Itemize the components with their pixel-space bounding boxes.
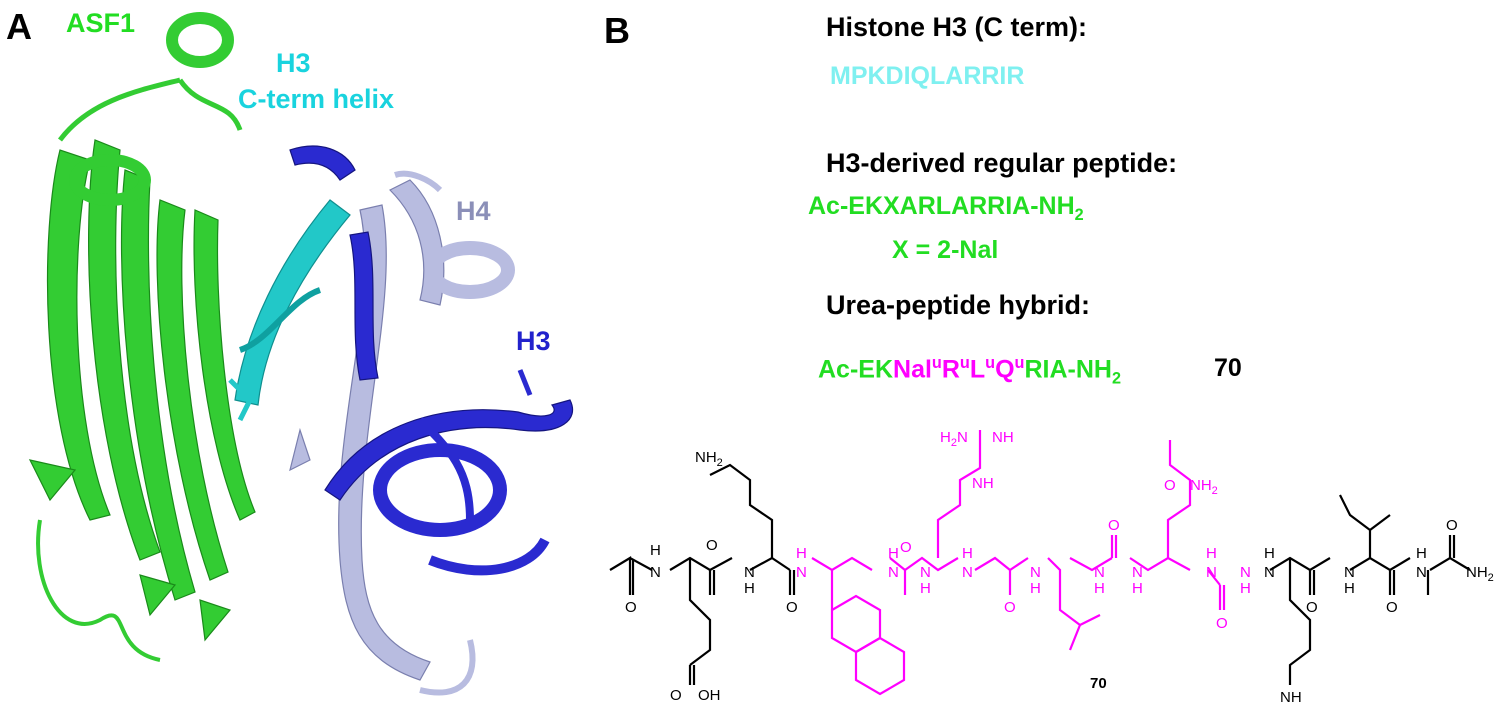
h4-label: H4 [456, 196, 491, 226]
panel-a-letter: A [6, 6, 32, 47]
protein-ribbon-diagram [28, 12, 574, 696]
structure-urea-part [811, 430, 1226, 696]
structure-black-part-left [609, 463, 796, 685]
h3-c-term-helix-ribbon [228, 199, 351, 422]
atom-ile-h: H [1344, 580, 1355, 597]
regular-peptide-heading: H3-derived regular peptide: [826, 148, 1178, 178]
atom-urea-h-7: H [1206, 545, 1217, 562]
regular-peptide-x-definition: X = 2-Nal [892, 236, 999, 264]
atom-o-1: O [625, 599, 637, 616]
hybrid-compound-number: 70 [1214, 354, 1242, 382]
chemical-structure: NH2 H N O O O OH N H O H N H N O N H H2N… [609, 429, 1494, 706]
panel-b-letter: B [604, 10, 630, 51]
h3-ribbon [289, 145, 574, 576]
atom-glu-oh: OH [698, 687, 721, 704]
atom-urea-o-3: O [1108, 517, 1120, 534]
atom-urea-n-7: N [1206, 564, 1217, 581]
atom-urea-o-1: O [900, 539, 912, 556]
atom-gln-o: O [1164, 477, 1176, 494]
atom-lys-nh2: NH2 [695, 449, 723, 469]
atom-n-1: N [650, 564, 661, 581]
atom-ile-n: N [1344, 564, 1355, 581]
atom-urea-n-1: N [888, 564, 899, 581]
atom-urea-n-3: N [962, 564, 973, 581]
hybrid-heading: Urea-peptide hybrid: [826, 290, 1091, 320]
atom-ala-nh2: NH2 [1466, 564, 1494, 584]
structure-black-part-right [1269, 494, 1471, 685]
atom-guan-h2n: H2N [940, 429, 968, 449]
atom-n-3b: N [796, 564, 807, 581]
atom-gln-nh2: NH2 [1190, 477, 1218, 497]
atom-arg-nh: NH [1280, 689, 1302, 706]
atom-urea-n-8: N [1240, 564, 1251, 581]
atom-ile-o: O [1386, 599, 1398, 616]
hybrid-sequence: Ac-EKNaluRuLuQuRIA-NH2 [818, 354, 1122, 388]
atom-urea-h-3: H [962, 545, 973, 562]
atom-arg-n: N [1264, 564, 1275, 581]
h3-c-term-label-line2: C-term helix [238, 84, 395, 114]
asf1-ribbon [28, 12, 256, 662]
atom-nh-2: H [744, 580, 755, 597]
h3-label: H3 [516, 326, 551, 356]
atom-urea-o-2: O [1004, 599, 1016, 616]
histone-heading: Histone H3 (C term): [826, 12, 1088, 42]
atom-o-3: O [786, 599, 798, 616]
atom-n-2: N [744, 564, 755, 581]
atom-urea-h-2: H [920, 580, 931, 597]
atom-urea-n-4: N [1030, 564, 1041, 581]
atom-ala-o: O [1446, 517, 1458, 534]
atom-guan-nh-2: NH [972, 475, 994, 492]
regular-peptide-sequence: Ac-EKXARLARRIA-NH2 [808, 192, 1084, 224]
atom-urea-h-8: H [1240, 580, 1251, 597]
atom-glu-o: O [670, 687, 682, 704]
structure-compound-number: 70 [1090, 675, 1107, 692]
atom-o-2: O [706, 537, 718, 554]
h3-c-term-label-line1: H3 [276, 48, 311, 78]
atom-arg-h: H [1264, 545, 1275, 562]
atom-arg-o: O [1306, 599, 1318, 616]
atom-urea-o-4: O [1216, 615, 1228, 632]
atom-urea-h-1: H [888, 545, 899, 562]
atom-nh-1: H [650, 542, 661, 559]
atom-n-3: H [796, 545, 807, 562]
atom-urea-h-4: H [1030, 580, 1041, 597]
atom-urea-h-6: H [1132, 580, 1143, 597]
atom-ala-h: H [1416, 545, 1427, 562]
atom-guan-nh: NH [992, 429, 1014, 446]
atom-urea-n-5: N [1094, 564, 1105, 581]
atom-urea-n-6: N [1132, 564, 1143, 581]
histone-sequence: MPKDIQLARRIR [830, 62, 1025, 90]
atom-urea-n-2: N [920, 564, 931, 581]
atom-ala-n: N [1416, 564, 1427, 581]
atom-urea-h-5: H [1094, 580, 1105, 597]
asf1-label: ASF1 [66, 8, 136, 38]
